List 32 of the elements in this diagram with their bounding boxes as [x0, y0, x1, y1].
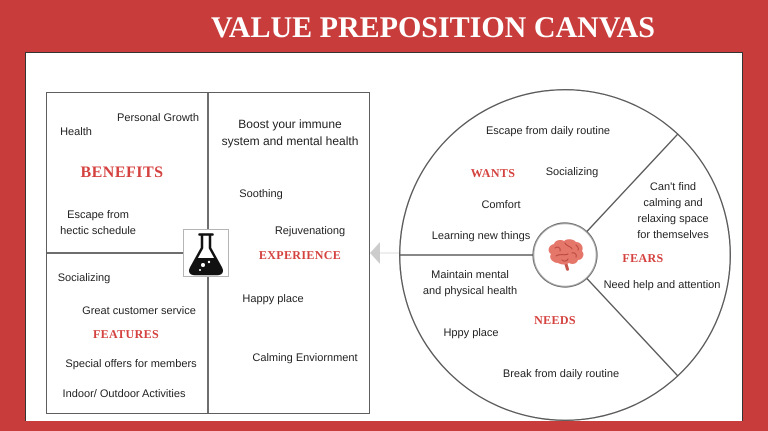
section-heading: FEATURES: [93, 326, 159, 342]
canvas-square: [46, 92, 370, 414]
item-text: Calming Enviornment: [252, 351, 358, 366]
item-text: Happy place: [242, 292, 304, 307]
item-text: Comfort: [481, 198, 521, 213]
arrow: [370, 242, 400, 264]
item-text: Escape from hectic schedule: [59, 208, 137, 239]
section-heading: FEARS: [622, 250, 664, 266]
item-text: Great customer service: [82, 304, 196, 319]
section-heading: EXPERIENCE: [258, 247, 342, 263]
item-text: Need help and attention: [604, 278, 720, 293]
quadrant-cell: [47, 93, 209, 254]
item-text: Break from daily routine: [502, 367, 620, 382]
item-text: Hppy place: [443, 326, 499, 341]
item-text: Special offers for members: [65, 357, 197, 372]
item-text: Personal Growth: [117, 111, 199, 126]
item-text: Socializing: [58, 271, 110, 286]
title: VALUE PREPOSITION CANVAS: [211, 11, 655, 45]
item-text: Maintain mental and physical health: [422, 268, 518, 299]
item-text: Health: [60, 125, 92, 140]
item-text: Rejuvenationg: [274, 224, 346, 239]
item-text: Learning new things: [432, 229, 530, 244]
item-text: Socializing: [546, 165, 598, 180]
section-heading: NEEDS: [534, 312, 576, 328]
item-text: Indoor/ Outdoor Activities: [62, 387, 186, 402]
circle-sector: [398, 254, 679, 422]
item-text: Can't find calming and relaxing space for themselves: [636, 180, 710, 243]
section-heading: BENEFITS: [80, 163, 164, 183]
section-heading: WANTS: [470, 165, 516, 181]
item-text: Soothing: [239, 187, 283, 202]
item-text: Escape from daily routine: [486, 124, 610, 139]
item-text: Boost your immune system and mental health: [220, 116, 360, 150]
